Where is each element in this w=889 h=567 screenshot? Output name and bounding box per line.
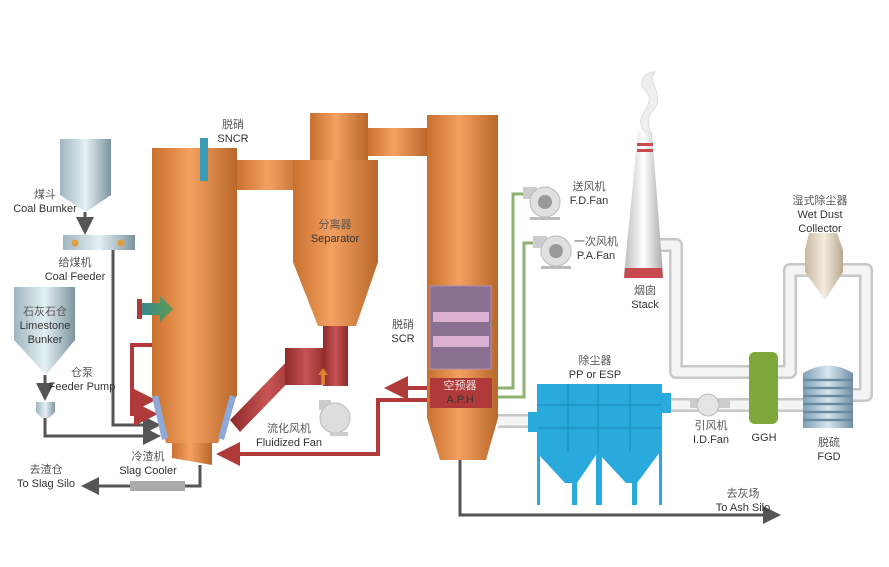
slag-cooler	[130, 481, 185, 491]
fluidized-fan-icon	[319, 400, 351, 436]
furnace	[152, 138, 306, 465]
separator	[230, 113, 428, 432]
fd-fan-icon	[523, 186, 561, 220]
ggh	[749, 352, 778, 424]
scr-reactor	[429, 285, 492, 370]
sncr-injector	[200, 138, 208, 181]
ggh-label: GGH	[751, 432, 777, 444]
wet-dust-collector	[805, 233, 843, 300]
back-pass	[427, 115, 498, 460]
air-lines	[492, 192, 540, 399]
fluidizing-air-arrow	[318, 368, 328, 385]
coal-feeder	[63, 235, 135, 250]
fgd-tower	[803, 365, 853, 428]
stack	[624, 71, 663, 278]
pa-fan-icon	[533, 235, 572, 269]
secondary-air-arrow	[137, 296, 173, 322]
feeder-pump	[36, 402, 55, 418]
id-fan-icon	[690, 393, 730, 417]
hot-air-lines	[130, 343, 430, 466]
esp	[528, 384, 671, 505]
air-preheater	[430, 378, 492, 408]
coal-bunker	[60, 139, 111, 212]
limestone-bunker	[14, 287, 75, 375]
